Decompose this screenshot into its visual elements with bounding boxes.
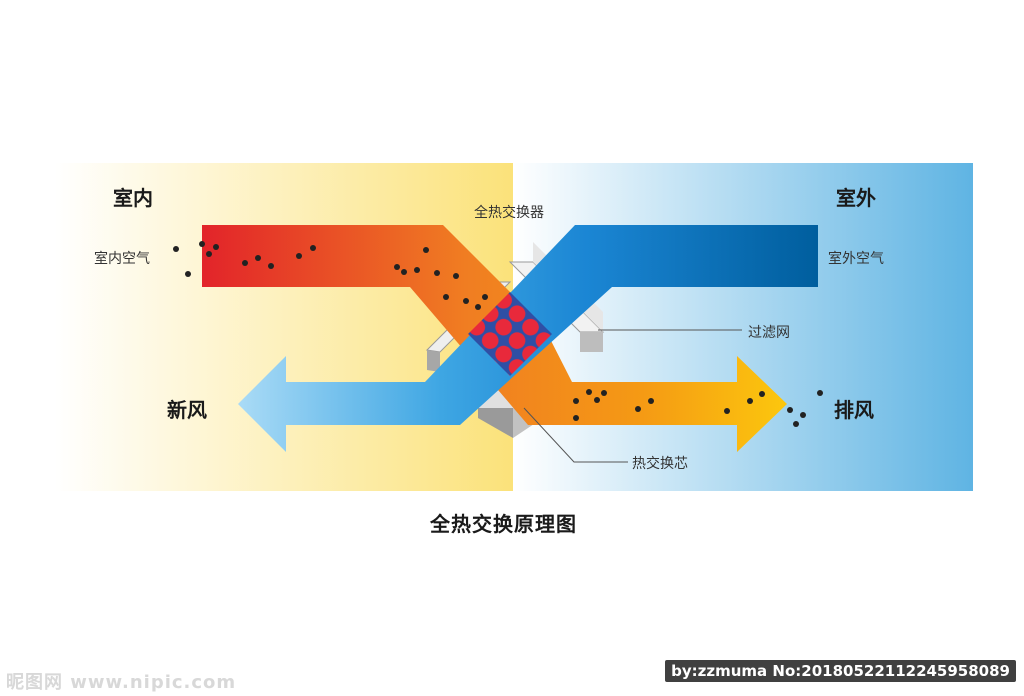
indoor-air-label: 室内空气 <box>94 251 150 267</box>
heat-exchange-core <box>468 292 552 376</box>
outdoor-air-label: 室外空气 <box>828 251 884 267</box>
particles <box>173 241 823 427</box>
watermark-left: 昵图网 www.nipic.com <box>6 672 237 693</box>
diagram-title: 全热交换原理图 <box>430 512 577 536</box>
outdoor-label: 室外 <box>836 186 876 210</box>
core-label: 热交换芯 <box>632 456 688 472</box>
exchanger-label: 全热交换器 <box>474 205 544 221</box>
filter-label: 过滤网 <box>748 325 790 341</box>
fresh-air-label: 新风 <box>167 398 207 422</box>
watermark-right: by:zzmuma No:20180522112245958089 <box>665 660 1016 682</box>
indoor-label: 室内 <box>113 186 153 210</box>
core-leader <box>523 407 628 463</box>
exhaust-air-label: 排风 <box>834 398 874 422</box>
